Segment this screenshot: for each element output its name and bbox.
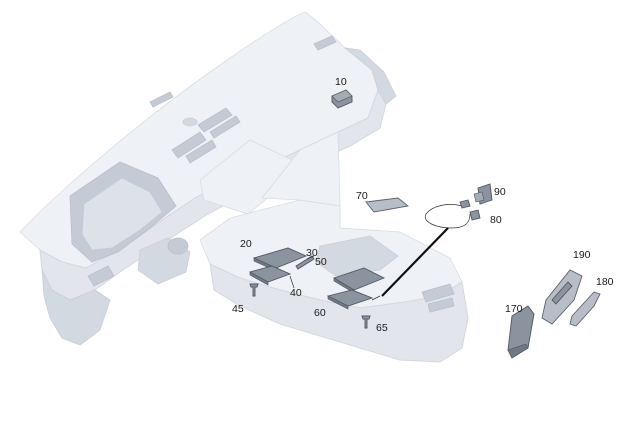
callout-40: 40 <box>290 287 302 299</box>
part-70[interactable] <box>365 197 410 213</box>
console-tray-area <box>315 235 399 277</box>
callout-20: 20 <box>240 238 252 250</box>
callout-190: 190 <box>573 249 591 261</box>
part-10[interactable] <box>331 89 353 109</box>
console-side <box>209 263 469 363</box>
callout-180: 180 <box>596 276 614 288</box>
part-45-screw[interactable] <box>249 283 259 297</box>
callout-30: 30 <box>306 247 318 259</box>
dashboard-right-end <box>343 47 397 105</box>
part-40[interactable] <box>248 265 292 286</box>
left-vent <box>87 265 115 287</box>
callout-50: 50 <box>315 256 327 268</box>
instrument-display-screen <box>81 177 163 251</box>
center-vents <box>171 107 241 164</box>
callout-90: 90 <box>494 186 506 198</box>
dashboard-assembly <box>19 11 397 346</box>
callout-80: 80 <box>490 214 502 226</box>
leader-lines <box>289 255 381 301</box>
part-90[interactable] <box>473 183 493 205</box>
console-rear-vents <box>421 283 455 313</box>
dashboard-speaker <box>182 117 198 127</box>
console-cover-panel <box>261 131 341 207</box>
callout-10: 10 <box>335 76 347 88</box>
left-knee-panel <box>41 269 111 346</box>
callout-70: 70 <box>356 190 368 202</box>
part-30[interactable] <box>295 255 315 270</box>
callout-45: 45 <box>232 303 244 315</box>
callout-170: 170 <box>505 303 523 315</box>
part-80-cable[interactable] <box>381 199 481 297</box>
defrost-grille <box>149 35 337 108</box>
steering-hub <box>167 237 189 255</box>
part-190[interactable] <box>541 269 583 325</box>
part-180[interactable] <box>569 291 601 327</box>
part-65-screw[interactable] <box>361 315 371 329</box>
callout-labels: 10 20 30 40 45 50 60 65 70 80 90 170 180… <box>232 76 614 334</box>
callout-60: 60 <box>314 307 326 319</box>
part-170[interactable] <box>507 305 535 359</box>
part-60[interactable] <box>326 289 374 310</box>
callout-65: 65 <box>376 322 388 334</box>
